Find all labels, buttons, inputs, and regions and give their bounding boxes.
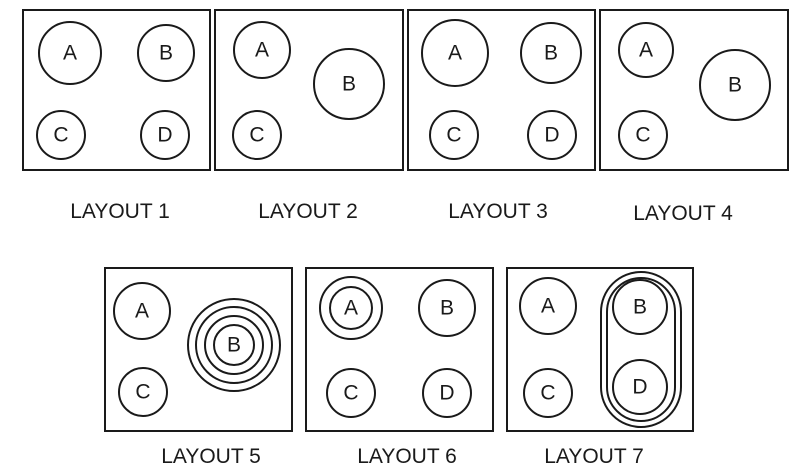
burner-c-label: C	[343, 382, 358, 405]
burner-b-label: B	[342, 73, 356, 96]
burner-a-inner-ring	[329, 286, 373, 330]
bridge-zone-b-d: B D	[600, 271, 682, 428]
burner-b: B	[520, 22, 582, 84]
burner-a: A	[519, 277, 577, 335]
layout-6-panel: A B C D	[305, 267, 494, 432]
burner-b-middle-ring	[195, 306, 273, 384]
layout-7-panel: A B D C	[506, 267, 694, 432]
burner-b-label: B	[440, 297, 454, 320]
burner-d-label: D	[157, 124, 172, 147]
burner-b: B	[418, 279, 476, 337]
burner-d: D	[527, 110, 577, 160]
burner-b-label: B	[227, 334, 241, 357]
burner-c: C	[326, 368, 376, 418]
burner-a: A	[421, 19, 489, 87]
burner-a: A	[233, 21, 291, 79]
burner-c: C	[523, 368, 573, 418]
layout-3-panel: A B C D	[407, 9, 596, 171]
burner-a-label: A	[448, 42, 462, 65]
layout-4-panel: A B C	[599, 9, 789, 171]
burner-b: B	[137, 24, 195, 82]
burner-b: B	[313, 48, 385, 120]
burner-d: D	[140, 110, 190, 160]
layout-1-caption: LAYOUT 1	[70, 200, 170, 223]
burner-c-label: C	[446, 124, 461, 147]
burner-c-label: C	[249, 124, 264, 147]
layout-7-caption: LAYOUT 7	[544, 445, 644, 468]
burner-a-label: A	[541, 295, 555, 318]
layout-5-panel: A B C	[104, 267, 293, 432]
burner-a-label: A	[344, 297, 358, 320]
bridge-zone-inner	[606, 277, 676, 422]
burner-c: C	[618, 110, 668, 160]
burner-a-label: A	[639, 39, 653, 62]
burner-b-outer-ring	[187, 298, 281, 392]
burner-d-label: D	[544, 124, 559, 147]
burner-c-label: C	[53, 124, 68, 147]
burner-d-label: D	[439, 382, 454, 405]
burner-a: A	[618, 22, 674, 78]
burner-c: C	[232, 110, 282, 160]
layout-1-panel: A B C D	[22, 9, 211, 171]
burner-c-label: C	[635, 124, 650, 147]
burner-c-label: C	[540, 382, 555, 405]
burner-c: C	[118, 367, 168, 417]
burner-b: B	[699, 49, 771, 121]
burner-a-label: A	[135, 300, 149, 323]
burner-d: D	[612, 359, 668, 415]
burner-d: D	[422, 368, 472, 418]
layout-4-caption: LAYOUT 4	[633, 202, 733, 225]
burner-c-label: C	[135, 381, 150, 404]
burner-a: A	[113, 282, 171, 340]
burner-b-label: B	[544, 42, 558, 65]
burner-b-core	[213, 324, 255, 366]
burner-a-label: A	[63, 42, 77, 65]
layout-6-caption: LAYOUT 6	[357, 445, 457, 468]
layout-5-caption: LAYOUT 5	[161, 445, 261, 468]
burner-a-dual-ring: A	[319, 276, 383, 340]
burner-a-label: A	[255, 39, 269, 62]
burner-b-inner-ring	[204, 315, 264, 375]
layout-3-caption: LAYOUT 3	[448, 200, 548, 223]
burner-c: C	[36, 110, 86, 160]
burner-c: C	[429, 110, 479, 160]
burner-b-label: B	[159, 42, 173, 65]
burner-b-label: B	[633, 296, 647, 319]
burner-b: B	[612, 279, 668, 335]
burner-b-triple-ring: B	[187, 298, 281, 392]
burner-d-label: D	[632, 376, 647, 399]
layout-2-panel: A B C	[214, 9, 404, 171]
burner-a: A	[38, 21, 102, 85]
burner-b-label: B	[728, 74, 742, 97]
layout-2-caption: LAYOUT 2	[258, 200, 358, 223]
